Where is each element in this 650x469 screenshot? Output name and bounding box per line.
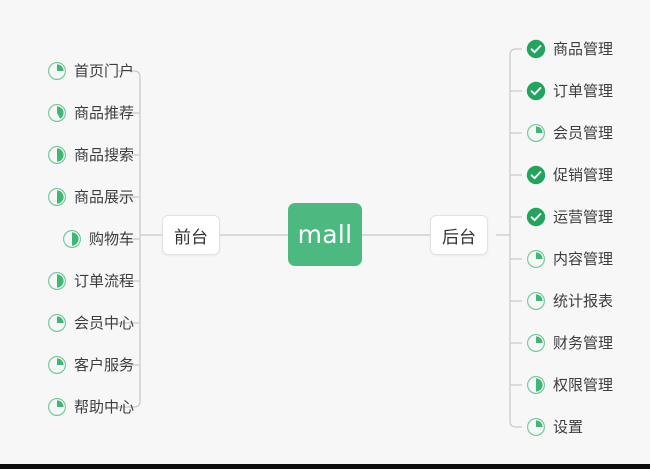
check-circle-icon	[526, 207, 546, 227]
leaf-node-backend-9[interactable]: 设置	[526, 414, 583, 440]
branch-node-backend[interactable]: 后台	[430, 215, 488, 255]
leaf-label: 订单流程	[73, 271, 134, 290]
pie-progress-icon	[47, 103, 67, 123]
leaf-label: 促销管理	[553, 165, 614, 184]
pie-progress-icon	[47, 313, 67, 333]
pie-progress-icon	[526, 123, 546, 143]
leaf-label: 会员中心	[73, 313, 134, 332]
pie-progress-icon	[47, 271, 67, 291]
pie-progress-icon	[526, 333, 546, 353]
pie-progress-icon	[526, 249, 546, 269]
leaf-node-backend-8[interactable]: 权限管理	[526, 372, 613, 398]
pie-progress-icon	[47, 187, 67, 207]
leaf-node-frontend-6[interactable]: 会员中心	[47, 310, 134, 336]
pie-progress-icon	[526, 417, 546, 437]
leaf-label: 权限管理	[553, 375, 614, 394]
leaf-node-frontend-8[interactable]: 帮助中心	[47, 394, 134, 420]
leaf-node-frontend-3[interactable]: 商品展示	[47, 184, 134, 210]
check-circle-icon	[526, 165, 546, 185]
leaf-label: 商品搜索	[73, 145, 134, 164]
leaf-label: 帮助中心	[73, 397, 134, 416]
leaf-node-backend-1[interactable]: 订单管理	[526, 78, 613, 104]
leaf-node-frontend-1[interactable]: 商品推荐	[47, 100, 134, 126]
leaf-node-frontend-0[interactable]: 首页门户	[47, 58, 134, 84]
pie-progress-icon	[62, 229, 82, 249]
leaf-label: 设置	[553, 417, 584, 436]
pie-progress-icon	[526, 291, 546, 311]
root-node-mall[interactable]: mall	[288, 203, 362, 266]
leaf-label: 内容管理	[553, 249, 614, 268]
leaf-label: 首页门户	[73, 61, 134, 80]
leaf-label: 订单管理	[553, 81, 614, 100]
leaf-node-backend-2[interactable]: 会员管理	[526, 120, 613, 146]
check-circle-icon	[526, 39, 546, 59]
leaf-label: 统计报表	[553, 291, 614, 310]
check-circle-icon	[526, 81, 546, 101]
leaf-label: 购物车	[88, 229, 134, 248]
bottom-edge-strip	[0, 464, 650, 469]
pie-progress-icon	[47, 355, 67, 375]
leaf-label: 商品展示	[73, 187, 134, 206]
leaf-node-backend-3[interactable]: 促销管理	[526, 162, 613, 188]
pie-progress-icon	[47, 397, 67, 417]
pie-progress-icon	[526, 375, 546, 395]
leaf-node-frontend-2[interactable]: 商品搜索	[47, 142, 134, 168]
leaf-label: 财务管理	[553, 333, 614, 352]
leaf-node-backend-6[interactable]: 统计报表	[526, 288, 613, 314]
leaf-node-frontend-4[interactable]: 购物车	[62, 226, 134, 252]
leaf-label: 会员管理	[553, 123, 614, 142]
leaf-node-frontend-7[interactable]: 客户服务	[47, 352, 134, 378]
leaf-node-backend-0[interactable]: 商品管理	[526, 36, 613, 62]
pie-progress-icon	[47, 145, 67, 165]
leaf-label: 客户服务	[73, 355, 134, 374]
leaf-node-frontend-5[interactable]: 订单流程	[47, 268, 134, 294]
leaf-label: 商品管理	[553, 39, 614, 58]
leaf-label: 运营管理	[553, 207, 614, 226]
pie-progress-icon	[47, 61, 67, 81]
leaf-node-backend-4[interactable]: 运营管理	[526, 204, 613, 230]
branch-node-frontend[interactable]: 前台	[162, 215, 220, 255]
leaf-node-backend-7[interactable]: 财务管理	[526, 330, 613, 356]
leaf-label: 商品推荐	[73, 103, 134, 122]
leaf-node-backend-5[interactable]: 内容管理	[526, 246, 613, 272]
